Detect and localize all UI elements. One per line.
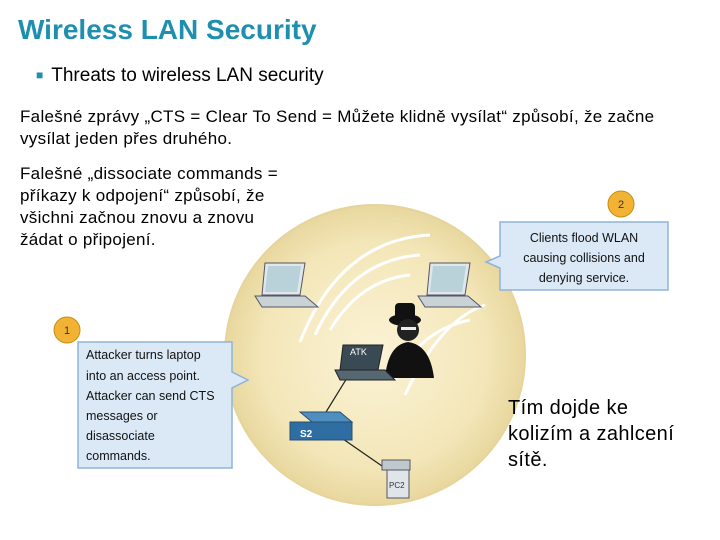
attacker-label: ATK xyxy=(350,347,367,357)
callout-1-line-5: disassociate xyxy=(86,429,155,443)
pc-label: PC2 xyxy=(389,481,405,490)
callout-2-number: 2 xyxy=(618,199,624,211)
callout-1-line-6: commands. xyxy=(86,449,151,463)
switch-label: S2 xyxy=(300,429,313,440)
callout-1-line-3: Attacker can send CTS xyxy=(86,389,215,403)
callout-1-line-4: messages or xyxy=(86,409,158,423)
callout-1: 1 Attacker turns laptop into an access p… xyxy=(54,317,248,468)
paragraph-dissociate: Falešné „dissociate commands = příkazy k… xyxy=(20,163,300,251)
callout-1-number: 1 xyxy=(64,325,70,337)
callout-1-line-1: Attacker turns laptop xyxy=(86,348,201,362)
paragraph-result: Tím dojde ke kolizím a zahlcení sítě. xyxy=(508,395,678,473)
callout-1-line-2: into an access point. xyxy=(86,369,200,383)
callout-2-line-2: causing collisions and xyxy=(523,251,645,265)
callout-2-line-1: Clients flood WLAN xyxy=(530,231,638,245)
callout-2-line-3: denying service. xyxy=(539,271,629,285)
callout-2: 2 Clients flood WLAN causing collisions … xyxy=(486,191,668,290)
